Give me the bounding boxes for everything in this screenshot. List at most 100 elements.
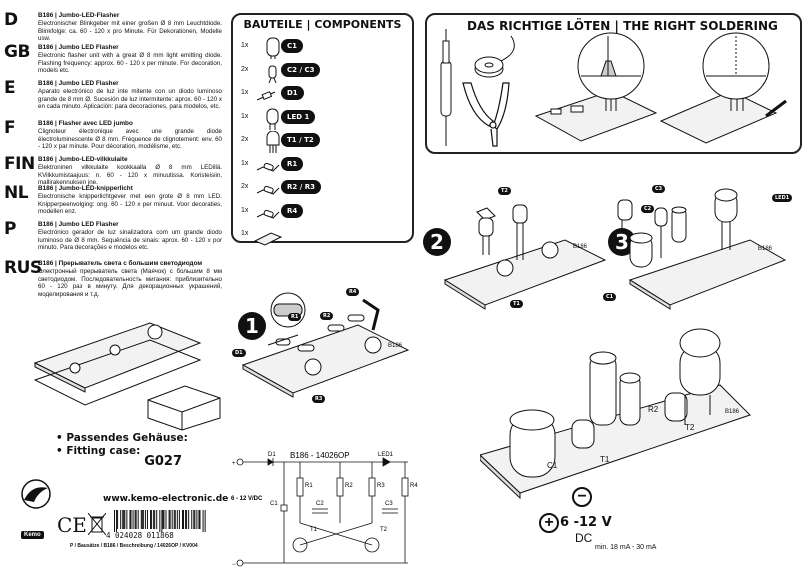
step-3-pcb-label: B186 (758, 246, 773, 252)
footer-reference: P / Bausätze / B186 / Beschreibung / 140… (70, 543, 198, 549)
step-3-label-c1: C1 (603, 293, 617, 301)
component-label: LED 1 (281, 109, 316, 124)
language-code: P (4, 219, 16, 239)
step-2-label-t1: T1 (510, 300, 523, 308)
step-2-label-t2: T2 (498, 187, 511, 195)
step-2-number: 2 (423, 228, 451, 256)
component-label: C1 (281, 39, 304, 53)
language-code: F (4, 118, 16, 138)
led-icon (266, 108, 279, 130)
schematic-c2: C2 (316, 501, 324, 507)
fitting-case-info: • Passendes Gehäuse: • Fitting case: G02… (56, 432, 188, 469)
language-title: B186 | Jumbo LED Flasher (38, 80, 119, 87)
schematic-r4: R4 (410, 483, 418, 489)
kemo-brand-badge: Kemo (21, 531, 44, 539)
plus-terminal-icon: + (539, 513, 559, 533)
ce-mark: CE (57, 513, 87, 537)
language-text: Electronischer Blinkgeber mit einer groß… (38, 20, 222, 43)
language-code: NL (4, 183, 29, 203)
language-text: Elektroninen vilkkulaite kookkaalla Ø 8 … (38, 164, 222, 187)
soldering-iron-icon (440, 29, 452, 146)
pcb-icon (253, 232, 283, 246)
language-text: Electronische knipperlichtgever met een … (38, 193, 222, 216)
fitting-case-icon (147, 385, 221, 431)
language-title: B186 | Jumbo LED Flasher (38, 44, 119, 51)
diode-icon (256, 91, 276, 101)
step-1-pcb-label: B186 (388, 343, 403, 349)
fitting-case-model: G027 (144, 454, 182, 469)
language-text: Aparato electrónico de luz inte mitente … (38, 88, 222, 111)
component-row-led-1: 1x LED 1 (239, 108, 409, 130)
transistor-icon (266, 131, 280, 153)
step-3-label-c3: C3 (652, 185, 666, 193)
schematic-c3: C3 (385, 501, 393, 507)
soldering-illustration (440, 29, 787, 147)
soldering-title: DAS RICHTIGE LÖTEN | THE RIGHT SOLDERING (467, 19, 778, 33)
supply-current: min. 18 mA - 30 mA (595, 544, 657, 551)
component-quantity: 2x (241, 65, 249, 73)
fitting-case-line-de: Passendes Gehäuse: (66, 432, 188, 444)
soldering-board-image-1 (534, 86, 658, 142)
language-title: B186 | Flasher avec LED jumbo (38, 120, 133, 127)
weee-bin-icon (88, 513, 106, 535)
step-3-label-c2: C2 (641, 205, 655, 213)
kemo-bird-logo (21, 479, 51, 509)
schematic-r2: R2 (345, 483, 353, 489)
component-quantity: 1x (241, 42, 249, 49)
website-url: www.kemo-electronic.de (103, 494, 229, 504)
language-code: FIN (4, 154, 35, 174)
language-text: Electrónico gerador de luz sinalizadora … (38, 229, 222, 252)
step-1-label-r4: R4 (346, 288, 360, 296)
board-and-case-illustration (33, 322, 221, 431)
component-quantity: 1x (241, 230, 249, 237)
step-1-label-r3: R3 (312, 395, 326, 403)
schematic-title: B186 - 14026OP (290, 451, 350, 460)
language-text: Электронный прерыватель света (Маячок) с… (38, 268, 222, 298)
schematic-t2: T2 (380, 527, 388, 533)
step-1-illustration: B186 (241, 292, 410, 398)
components-title: BAUTEILE | COMPONENTS (243, 18, 402, 31)
schematic-r1: R1 (305, 483, 313, 489)
component-label: R1 (281, 156, 304, 171)
language-code: GB (4, 42, 30, 62)
electrolytic-capacitor-large-icon (266, 37, 280, 59)
component-quantity: 1x (241, 89, 249, 96)
language-code: RUS (4, 258, 42, 278)
supply-dc: DC (575, 531, 593, 545)
component-label: R4 (281, 203, 304, 218)
schematic-led1: LED1 (378, 452, 394, 458)
step-1-label-d1: D1 (232, 349, 246, 357)
language-title: B186 | Прерыватель света с большим свето… (38, 260, 203, 267)
language-code: D (4, 10, 18, 30)
barcode-digits: 4 024028 011868 (106, 531, 174, 540)
component-row-pcb: 1x (239, 225, 409, 247)
component-quantity: 2x (241, 183, 249, 190)
step-2-illustration: B186 (443, 204, 607, 310)
language-text: Electronic flasher unit with a great Ø 8… (38, 52, 222, 75)
component-row-c1: 1x C1 (239, 37, 409, 59)
language-code: E (4, 78, 16, 98)
schematic-minus: − (232, 562, 236, 567)
assembled-pcb-label: B186 (725, 409, 740, 415)
resistor-icon (256, 185, 280, 195)
assembled-label-t2: T2 (685, 423, 695, 432)
language-title: B186 | Jumbo-LED-vilkkulaite (38, 156, 128, 163)
soldering-detail-circle-1 (577, 32, 645, 100)
language-title: B186 | Jumbo LED Flasher (38, 221, 119, 228)
component-quantity: 1x (241, 112, 249, 120)
component-quantity: 1x (241, 159, 249, 167)
assembled-board-illustration: B186 (480, 328, 751, 500)
circuit-schematic: + − B186 - 14026OP 6 - 12 V/DC D1 LED1 R… (231, 451, 418, 567)
soldering-detail-circle-2 (702, 32, 770, 100)
